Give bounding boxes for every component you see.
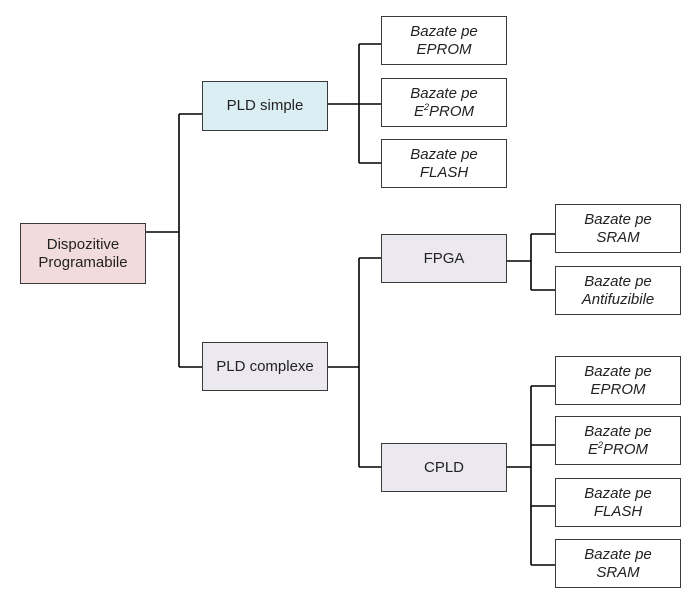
- connector-fpga: [507, 233, 555, 291]
- leaf-line2: FLASH: [419, 163, 469, 181]
- leaf-line1: Bazate pe: [584, 545, 652, 563]
- leaf-line1: Bazate pe: [410, 84, 478, 102]
- connector-root: [146, 113, 202, 368]
- pld-simple-node: PLD simple: [202, 81, 328, 131]
- leaf-line1: Bazate pe: [584, 484, 652, 502]
- leaf-line2: E2PROM: [587, 439, 649, 459]
- fpga-label: FPGA: [423, 249, 465, 267]
- connector-cpld: [507, 385, 555, 566]
- fpga-node: FPGA: [381, 234, 507, 283]
- leaf-line2-sup: 2: [424, 101, 430, 112]
- leaf-simple-flash: Bazate pe FLASH: [381, 139, 507, 188]
- leaf-line1: Bazate pe: [584, 272, 652, 290]
- leaf-line2: E2PROM: [413, 101, 475, 121]
- leaf-line2: EPROM: [590, 380, 646, 398]
- leaf-line1: Bazate pe: [584, 422, 652, 440]
- pld-simple-label: PLD simple: [226, 97, 304, 114]
- root-line1: Dispozitive: [46, 235, 120, 253]
- leaf-line1: Bazate pe: [584, 362, 652, 380]
- leaf-line1: Bazate pe: [410, 22, 478, 40]
- root-line2: Programabile: [38, 253, 128, 271]
- cpld-node: CPLD: [381, 443, 507, 492]
- leaf-fpga-antifuzibile: Bazate pe Antifuzibile: [555, 266, 681, 315]
- leaf-line2: Antifuzibile: [581, 290, 655, 308]
- leaf-simple-e2prom: Bazate pe E2PROM: [381, 78, 507, 127]
- leaf-line2: SRAM: [596, 563, 640, 581]
- leaf-line2: EPROM: [416, 40, 472, 58]
- connector-pld-complexe: [328, 257, 381, 468]
- leaf-cpld-flash: Bazate pe FLASH: [555, 478, 681, 527]
- leaf-line2-prefix: E: [413, 102, 424, 120]
- leaf-line2-suffix: PROM: [603, 440, 649, 458]
- root-node: Dispozitive Programabile: [20, 223, 146, 284]
- leaf-line2-suffix: PROM: [429, 102, 475, 120]
- leaf-cpld-eprom: Bazate pe EPROM: [555, 356, 681, 405]
- leaf-line1: Bazate pe: [584, 210, 652, 228]
- leaf-line2: FLASH: [593, 502, 643, 520]
- leaf-line1: Bazate pe: [410, 145, 478, 163]
- leaf-line2: SRAM: [596, 228, 640, 246]
- leaf-cpld-e2prom: Bazate pe E2PROM: [555, 416, 681, 465]
- leaf-line2-prefix: E: [587, 440, 598, 458]
- leaf-fpga-sram: Bazate pe SRAM: [555, 204, 681, 253]
- leaf-cpld-sram: Bazate pe SRAM: [555, 539, 681, 588]
- connector-pld-simple: [328, 43, 381, 164]
- cpld-label: CPLD: [423, 458, 464, 476]
- pld-complexe-node: PLD complexe: [202, 342, 328, 391]
- leaf-line2-sup: 2: [598, 439, 604, 450]
- pld-complexe-label: PLD complexe: [216, 357, 314, 375]
- leaf-simple-eprom: Bazate pe EPROM: [381, 16, 507, 65]
